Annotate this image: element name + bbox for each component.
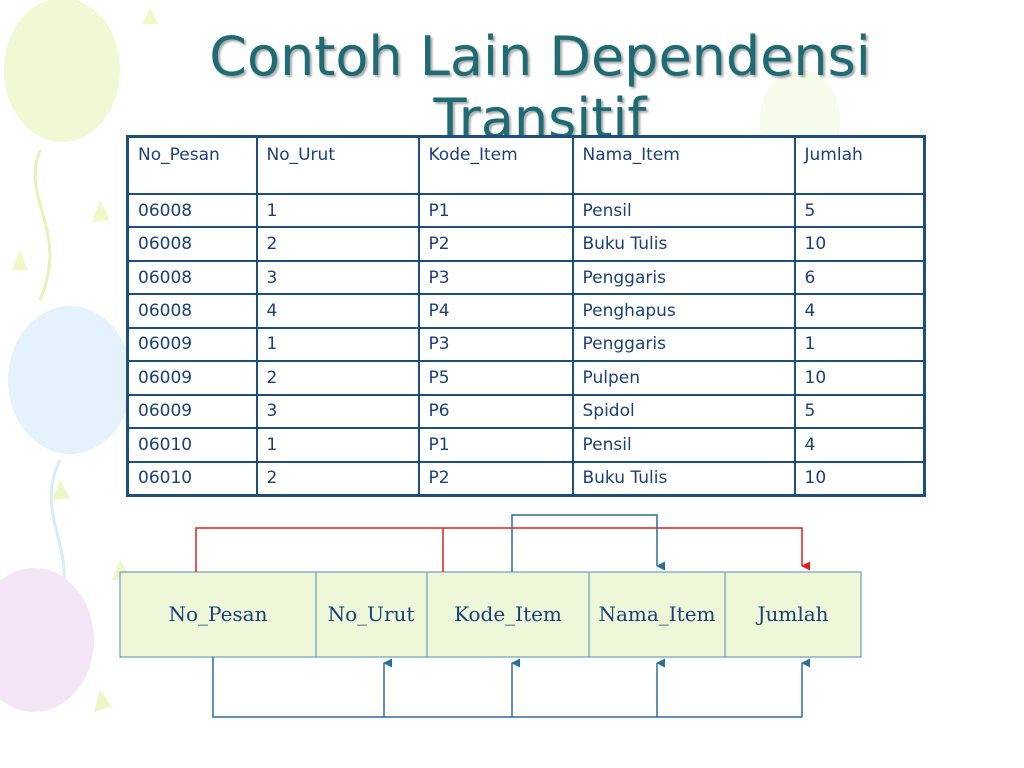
attr-label-no-urut: No_Urut xyxy=(328,602,415,626)
cell-no-urut: 1 xyxy=(255,192,420,229)
table-header-row: No_Pesan No_Urut Kode_Item Nama_Item Jum… xyxy=(126,135,926,195)
attribute-boxes xyxy=(119,571,862,658)
confetti xyxy=(94,690,112,712)
attr-box-kode-item xyxy=(426,571,590,658)
cell-nama-item: Buku Tulis xyxy=(571,460,796,497)
cell-jumlah: 10 xyxy=(793,360,926,396)
table-row: 06008 2 P2 Buku Tulis 10 xyxy=(126,226,926,262)
attr-label-jumlah: Jumlah xyxy=(755,602,828,626)
red-dependency-arrow xyxy=(195,527,811,572)
confetti xyxy=(142,8,158,24)
cell-jumlah: 5 xyxy=(793,192,926,229)
cell-jumlah: 4 xyxy=(793,293,926,329)
cell-jumlah: 4 xyxy=(793,427,926,463)
table-row: 06009 3 P6 Spidol 5 xyxy=(126,393,926,430)
col-header-no-urut: No_Urut xyxy=(255,135,420,195)
cell-no-pesan: 06010 xyxy=(126,460,258,497)
cell-no-urut: 1 xyxy=(255,427,420,463)
attr-box-no-pesan xyxy=(119,571,317,658)
balloon-pink xyxy=(0,568,94,712)
cell-jumlah: 5 xyxy=(793,393,926,430)
transitive-dependency-arrow xyxy=(511,514,666,572)
cell-kode-item: P1 xyxy=(417,192,574,229)
cell-no-urut: 3 xyxy=(255,259,420,296)
cell-jumlah: 1 xyxy=(793,326,926,363)
table-row: 06008 4 P4 Penghapus 4 xyxy=(126,293,926,329)
table-row: 06010 1 P1 Pensil 4 xyxy=(126,427,926,463)
cell-no-urut: 3 xyxy=(255,393,420,430)
attr-label-no-pesan: No_Pesan xyxy=(168,602,267,626)
col-header-jumlah: Jumlah xyxy=(793,135,926,195)
cell-no-pesan: 06008 xyxy=(126,226,258,262)
balloon-blue xyxy=(8,306,132,454)
cell-no-pesan: 06008 xyxy=(126,293,258,329)
cell-nama-item: Pensil xyxy=(571,192,796,229)
cell-nama-item: Penghapus xyxy=(571,293,796,329)
cell-kode-item: P5 xyxy=(417,360,574,396)
cell-no-pesan: 06008 xyxy=(126,259,258,296)
cell-no-pesan: 06009 xyxy=(126,393,258,430)
attribute-labels: No_Pesan No_Urut Kode_Item Nama_Item Jum… xyxy=(168,602,828,626)
cell-kode-item: P2 xyxy=(417,460,574,497)
bottom-dependency-line xyxy=(212,657,802,718)
title-line-1: Contoh Lain Dependensi xyxy=(209,25,871,88)
cell-kode-item: P2 xyxy=(417,226,574,262)
cell-no-pesan: 06010 xyxy=(126,427,258,463)
confetti xyxy=(12,250,28,270)
cell-no-urut: 4 xyxy=(255,293,420,329)
table-row: 06008 1 P1 Pensil 5 xyxy=(126,192,926,229)
cell-nama-item: Penggaris xyxy=(571,259,796,296)
attr-label-kode-item: Kode_Item xyxy=(454,602,562,626)
balloon-yellow xyxy=(4,0,120,142)
table-row: 06008 3 P3 Penggaris 6 xyxy=(126,259,926,296)
confetti xyxy=(92,200,110,222)
cell-no-pesan: 06009 xyxy=(126,326,258,363)
cell-nama-item: Penggaris xyxy=(571,326,796,363)
col-header-no-pesan: No_Pesan xyxy=(126,135,258,195)
attr-label-nama-item: Nama_Item xyxy=(598,602,715,626)
cell-kode-item: P3 xyxy=(417,326,574,363)
cell-jumlah: 6 xyxy=(793,259,926,296)
cell-nama-item: Pensil xyxy=(571,427,796,463)
cell-no-urut: 2 xyxy=(255,460,420,497)
cell-nama-item: Buku Tulis xyxy=(571,226,796,262)
cell-no-urut: 2 xyxy=(255,226,420,262)
cell-no-urut: 2 xyxy=(255,360,420,396)
cell-no-pesan: 06009 xyxy=(126,360,258,396)
cell-jumlah: 10 xyxy=(793,226,926,262)
confetti xyxy=(52,480,70,500)
cell-kode-item: P6 xyxy=(417,393,574,430)
cell-no-urut: 1 xyxy=(255,326,420,363)
balloon-string xyxy=(33,149,52,301)
order-items-table: No_Pesan No_Urut Kode_Item Nama_Item Jum… xyxy=(126,135,926,497)
cell-kode-item: P1 xyxy=(417,427,574,463)
table-row: 06009 1 P3 Penggaris 1 xyxy=(126,326,926,363)
cell-no-pesan: 06008 xyxy=(126,192,258,229)
cell-nama-item: Pulpen xyxy=(571,360,796,396)
cell-nama-item: Spidol xyxy=(571,393,796,430)
cell-kode-item: P3 xyxy=(417,259,574,296)
table-row: 06009 2 P5 Pulpen 10 xyxy=(126,360,926,396)
cell-kode-item: P4 xyxy=(417,293,574,329)
slide-title: Contoh Lain Dependensi Transitif xyxy=(110,26,970,150)
attr-box-nama-item xyxy=(588,571,726,658)
table-row: 06010 2 P2 Buku Tulis 10 xyxy=(126,460,926,497)
col-header-nama-item: Nama_Item xyxy=(571,135,796,195)
cell-jumlah: 10 xyxy=(793,460,926,497)
attr-box-jumlah xyxy=(724,571,862,658)
col-header-kode-item: Kode_Item xyxy=(417,135,574,195)
